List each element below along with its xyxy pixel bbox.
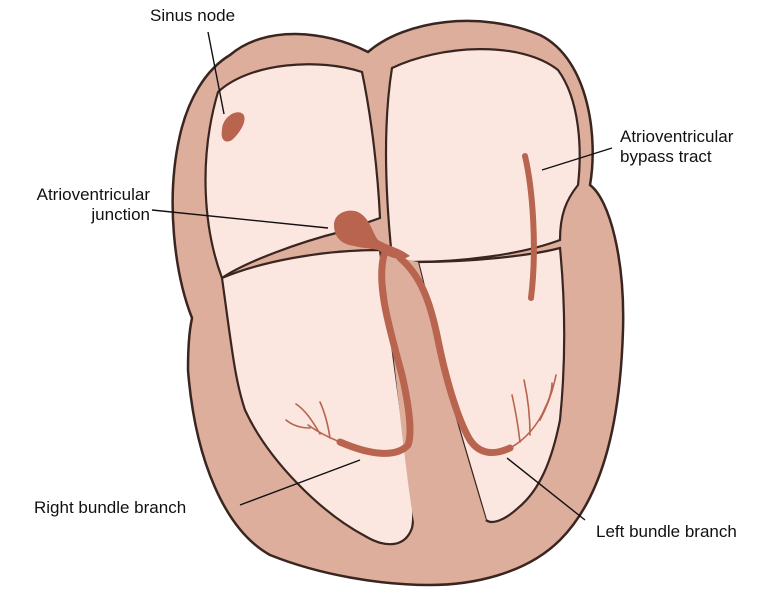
left-bundle-branch-label: Left bundle branch (596, 522, 737, 542)
left-atrium (386, 49, 580, 262)
bypass-tract-label: Atrioventricular bypass tract (620, 127, 733, 167)
sinus-node-label: Sinus node (150, 6, 235, 26)
right-bundle-branch-label: Right bundle branch (34, 498, 186, 518)
av-junction-label: Atrioventricular junction (8, 185, 150, 225)
